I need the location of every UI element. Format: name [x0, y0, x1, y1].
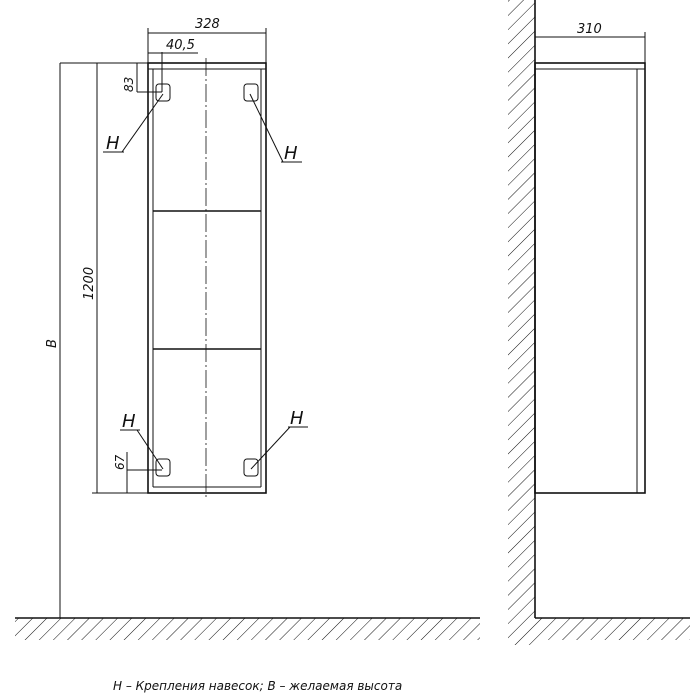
bracket-label: H	[106, 133, 120, 154]
wall	[508, 0, 536, 645]
cabinet-side-view	[534, 62, 646, 494]
caption: H – Крепления навесок; B – желаемая высо…	[113, 679, 402, 693]
floor-left	[15, 617, 480, 640]
bracket	[243, 83, 259, 102]
bracket	[155, 458, 171, 477]
dim-bracket-bottom-label: 67	[113, 454, 127, 470]
dim-width-label: 328	[195, 17, 220, 32]
bracket	[243, 458, 259, 477]
dimensions-front: 328 40,5 83 67 1200 B	[45, 17, 267, 618]
bracket-label: H	[122, 411, 136, 432]
bracket-labels: H H H H	[103, 93, 308, 470]
dim-bracket-offset-label: 40,5	[166, 38, 195, 53]
bracket-label: H	[290, 408, 304, 429]
dim-height-label: 1200	[82, 267, 97, 300]
floor-right	[535, 617, 690, 640]
cabinet-front-view	[147, 58, 267, 500]
dimensions-side: 310	[535, 22, 646, 63]
dim-mount-height-label: B	[45, 339, 60, 348]
dim-bracket-top-label: 83	[122, 77, 136, 92]
bracket-label: H	[284, 143, 298, 164]
dim-depth-label: 310	[577, 22, 602, 37]
